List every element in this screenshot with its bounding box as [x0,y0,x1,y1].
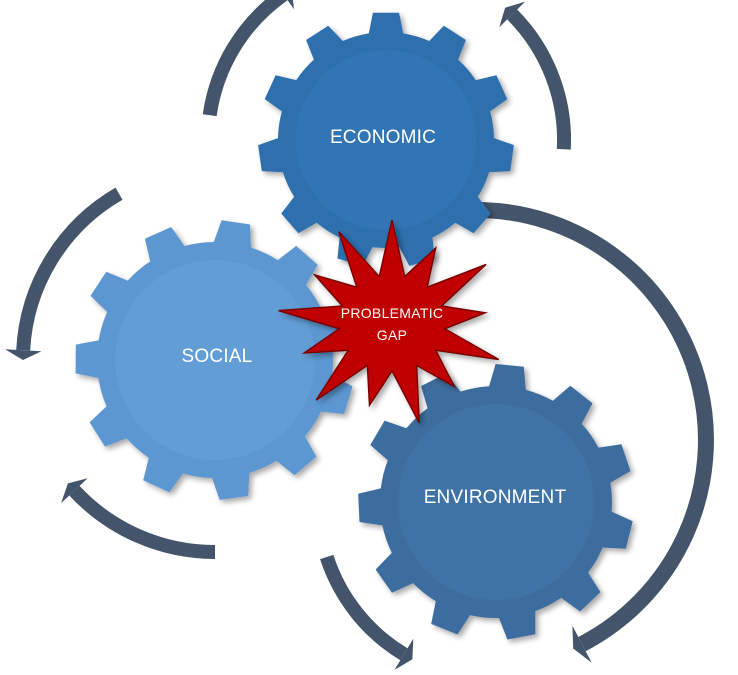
arrow-social-left-head [5,349,42,360]
arrow-environment-bottom-head [394,638,414,670]
arrow-social-bottom-head [61,478,88,504]
environment-label: ENVIRONMENT [424,487,567,508]
economic-gear-hub [296,50,476,230]
arrow-social-bottom-shaft [69,485,216,559]
arrow-economic-left-head [287,0,294,10]
arrow-environment-right-shaft [475,202,714,652]
burst-label-line1: PROBLEMATIC [341,305,444,321]
environment-gear: ENVIRONMENT [358,364,633,640]
social-gear-hub [115,260,315,460]
social-gear: SOCIAL [75,220,353,500]
arrow-environment-right-head [572,625,592,663]
arrow-social-left-shaft [16,187,123,351]
social-label: SOCIAL [182,346,253,367]
arrow-economic-right-head [499,1,526,28]
economic-gear: ECONOMIC [258,12,514,266]
arrow-environment-bottom-shaft [320,554,408,661]
cycle-arrows [5,0,714,670]
burst-shape [278,219,500,424]
arrow-economic-left-shaft [202,0,288,117]
burst-label-line2: GAP [377,327,407,343]
problematic-gap-burst: PROBLEMATIC GAP [278,219,500,424]
environment-gear-hub [398,404,594,600]
arrow-economic-right-shaft [507,9,572,150]
economic-label: ECONOMIC [330,127,436,148]
